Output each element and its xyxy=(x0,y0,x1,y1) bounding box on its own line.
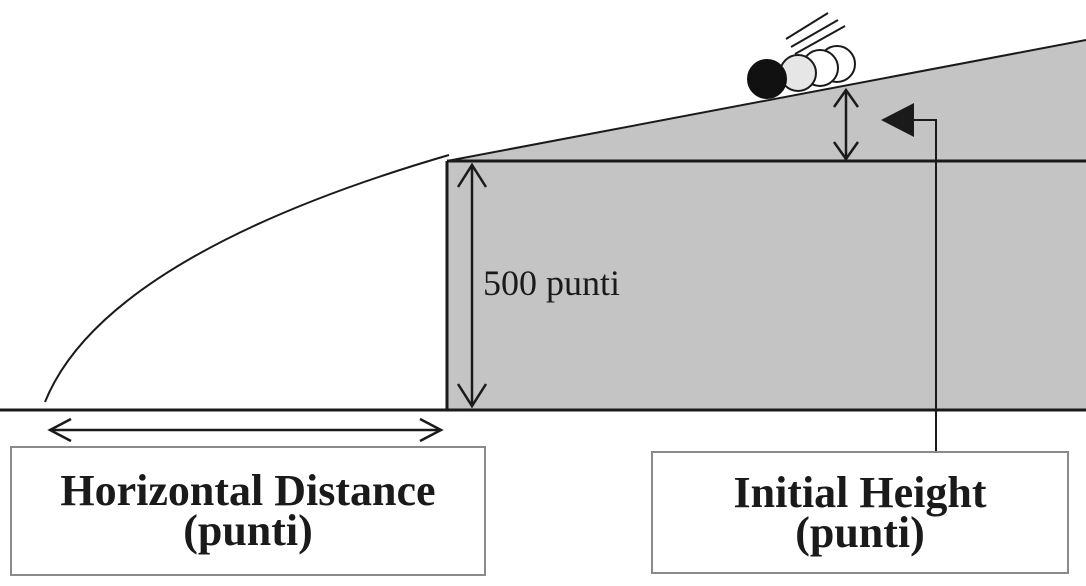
initial-height-box: Initial Height (punti) xyxy=(651,451,1069,574)
motion-line-icon xyxy=(790,19,839,48)
ramp-block xyxy=(447,40,1086,410)
initial-height-arrow-head-top xyxy=(832,87,860,108)
initial-height-title: Initial Height xyxy=(733,467,987,517)
horizontal-distance-title: Horizontal Distance xyxy=(60,466,436,515)
table-height-arrow-head-bottom xyxy=(456,383,488,409)
horizontal-distance-arrow-head-left xyxy=(47,417,72,443)
initial-height-unit: (punti) xyxy=(795,507,925,557)
table-height-arrow-head-top xyxy=(456,162,488,188)
table-height-label: 500 punti xyxy=(483,263,620,303)
initial-height-pointer-arrowhead xyxy=(881,103,914,137)
horizontal-distance-box: Horizontal Distance (punti) xyxy=(10,446,486,576)
motion-line-icon xyxy=(794,25,846,55)
horizontal-distance-arrow-head-right xyxy=(419,417,444,443)
ball-icon xyxy=(747,59,787,99)
trajectory-curve xyxy=(44,154,450,403)
ramp-incline-edge xyxy=(446,39,1086,162)
horizontal-distance-unit: (punti) xyxy=(183,506,313,555)
initial-height-arrow-head-bottom xyxy=(832,141,860,162)
motion-line-icon xyxy=(785,12,829,40)
initial-height-pointer-line xyxy=(912,119,937,451)
